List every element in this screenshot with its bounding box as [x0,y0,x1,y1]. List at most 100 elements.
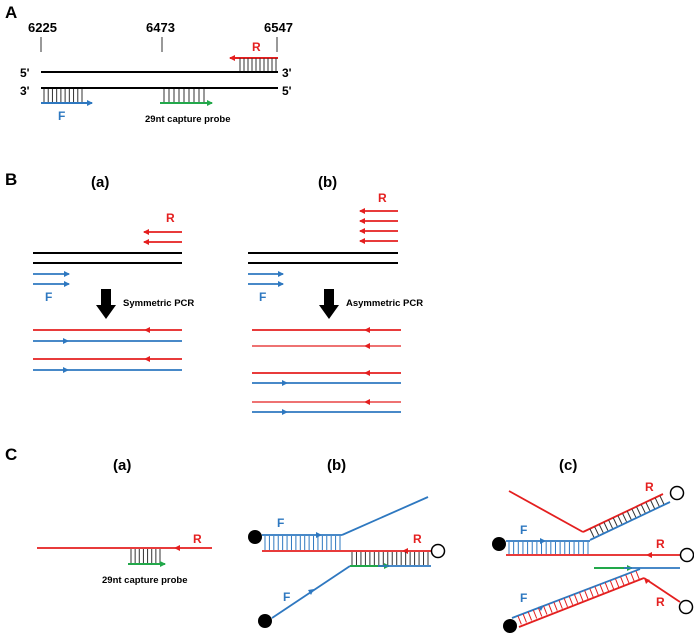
panel-b-a-product-blue-2-head [63,367,69,373]
panel-b-letter: B [5,170,17,189]
arrow-down-icon [319,289,339,319]
panel-c-c-r-label-3: R [656,595,665,609]
base-pair-tick [604,582,610,592]
panel-a-letter: A [5,3,17,22]
panel-c-c-r-label-1: R [645,480,654,494]
panel-c-a-probe-bonds [130,549,161,563]
base-pair-tick [645,502,651,511]
filled-circle-icon [492,537,506,551]
panel-b-a-product-blue-1-head [63,338,69,344]
base-pair-tick [599,584,604,594]
base-pair-tick [625,574,630,584]
panel-a-f-label: F [58,109,65,123]
panel-c-c-f-label-1: F [520,523,527,537]
open-circle-icon [669,485,685,501]
top-strand-3-prime: 3' [282,66,292,80]
top-strand-5-prime: 5' [20,66,30,80]
panel-a-probe-label: 29nt capture probe [145,114,231,125]
bottom-strand-5-prime: 5' [282,84,292,98]
base-pair-tick [650,500,655,509]
panel-c-c-upper-bonds [589,495,665,538]
base-pair-tick [631,508,637,518]
panel-b-a-product-red-2-head [144,356,150,362]
base-pair-tick [598,524,604,533]
panel-c: C (a) (b) (c) R 29nt capture probe F R F [5,445,694,633]
position-label-6547: 6547 [264,20,293,35]
base-pair-tick [654,497,660,507]
bottom-strand-3-prime: 3' [20,84,30,98]
base-pair-tick [635,570,640,580]
base-pair-tick [626,511,632,520]
panel-c-c-red-middle-head [646,552,652,558]
panel-c-a-r-label: R [193,532,202,546]
panel-b-b-r-label: R [378,191,387,205]
base-pair-tick [538,607,543,617]
base-pair-tick [532,609,538,619]
panel-c-c-blue-lower-head [538,605,544,611]
base-pair-tick [609,580,615,590]
base-pair-tick [617,515,623,525]
panel-c-c-r-label-2: R [656,537,665,551]
panel-c-c-red-upper-free [508,490,584,533]
panel-c-c-lower-bonds [517,570,640,625]
base-pair-tick [622,513,627,522]
panel-c-c-blue-upper-arm [589,501,671,541]
panel-c-c-blue-middle-head [540,538,546,544]
base-pair-tick [636,506,641,516]
panel-b-a-r-label: R [166,211,175,225]
position-label-6225: 6225 [28,20,57,35]
panel-a-capture-probe-bonds [163,89,205,102]
base-pair-tick [573,594,579,604]
panel-c-b-left-bonds [264,536,341,550]
base-pair-tick [584,590,589,600]
panel-b-a-f-label: F [45,290,52,304]
panel-c-c-middle-bonds [508,542,589,554]
base-pair-tick [568,596,574,605]
panel-c-b-right-bonds [351,552,429,565]
panel-b-sub-a: (a) [91,174,109,191]
panel-b-b-product-red-3-head [364,370,370,376]
base-pair-tick [548,604,553,613]
panel-c-sub-a: (a) [113,457,131,474]
symmetric-pcr-label: Symmetric PCR [123,298,194,309]
base-pair-tick [558,600,563,609]
panel-c-c-red-upper-arm [582,493,664,533]
panel-b-a-product-red-1-head [144,327,150,333]
panel-c-c-red-lower-free [643,577,681,603]
panel-a-r-label: R [252,40,261,54]
panel-c-b-blue-duplex-head [316,532,322,538]
base-pair-tick [522,613,527,623]
panel-c-b-red-head [402,548,408,554]
panel-a-forward-primer-bonds [43,89,83,102]
base-pair-tick [659,495,665,505]
filled-circle-icon [248,530,262,544]
base-pair-tick [608,519,613,529]
panel-b-b-product-red-1-head [364,327,370,333]
panel-c-c-f-label-2: F [520,591,527,605]
base-pair-tick [640,504,646,514]
base-pair-tick [527,611,533,621]
filled-circle-icon [258,614,272,628]
panel-c-b-f-label-2: F [283,590,290,604]
base-pair-tick [594,586,599,596]
panel-b-b-f-label: F [259,290,266,304]
panel-c-b-r-label: R [413,532,422,546]
panel-c-b-blue-overhang [341,496,429,536]
panel-b: B (a) (b) R F Symmetric PCR R F Asy [5,170,423,415]
panel-c-b-blue-free-head [308,589,314,595]
panel-c-c-red-lower-arm [518,577,645,628]
panel-b-sub-b: (b) [318,174,337,191]
panel-c-c-red-lower-free-head [644,578,650,584]
open-circle-icon [430,543,446,559]
arrow-down-icon [96,289,116,319]
base-pair-tick [630,572,635,582]
base-pair-tick [615,578,620,588]
position-label-6473: 6473 [146,20,175,35]
base-pair-tick [579,592,584,602]
base-pair-tick [517,615,522,625]
base-pair-tick [589,588,594,598]
base-pair-tick [553,602,558,611]
panel-c-a-strand-head [174,545,180,551]
open-circle-icon [679,547,694,563]
